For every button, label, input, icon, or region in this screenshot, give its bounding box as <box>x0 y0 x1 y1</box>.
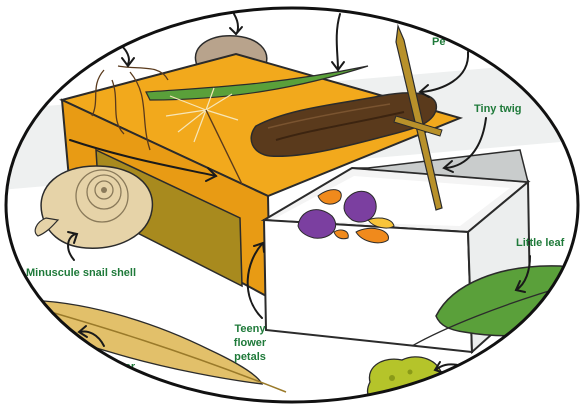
label-snail-shell: Minuscule snail shell <box>26 267 136 279</box>
label-tiny-twig: Tiny twig <box>474 103 521 115</box>
lichen-illustration <box>368 357 445 404</box>
label-flower-petals-line3: petals <box>234 351 266 363</box>
label-lichen-partial: Fl <box>466 361 476 373</box>
label-flower-petals-line1: Teeny <box>235 323 267 335</box>
label-flower-petals-line2: flower <box>234 337 267 349</box>
label-little-leaf: Little leaf <box>516 237 565 249</box>
